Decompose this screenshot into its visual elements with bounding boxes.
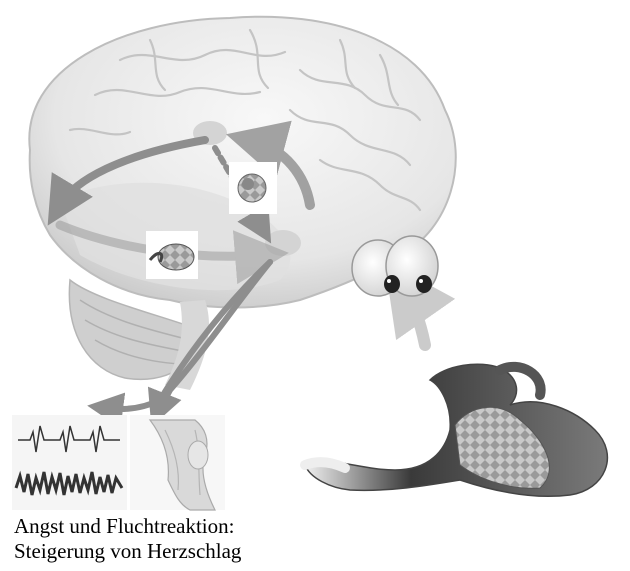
leg-muscle-image — [130, 415, 225, 510]
eyes — [352, 236, 438, 296]
snake-icon — [305, 364, 607, 496]
ecg-chart — [12, 415, 127, 510]
caption-line-2: Steigerung von Herzschlag — [14, 539, 414, 564]
caption: Angst und Fluchtreaktion: Steigerung von… — [14, 514, 414, 564]
snake-inset-lower — [146, 231, 198, 279]
caption-line-1: Angst und Fluchtreaktion: — [14, 514, 414, 539]
snake-inset-upper — [229, 162, 277, 214]
amygdala-nucleus — [265, 230, 301, 256]
